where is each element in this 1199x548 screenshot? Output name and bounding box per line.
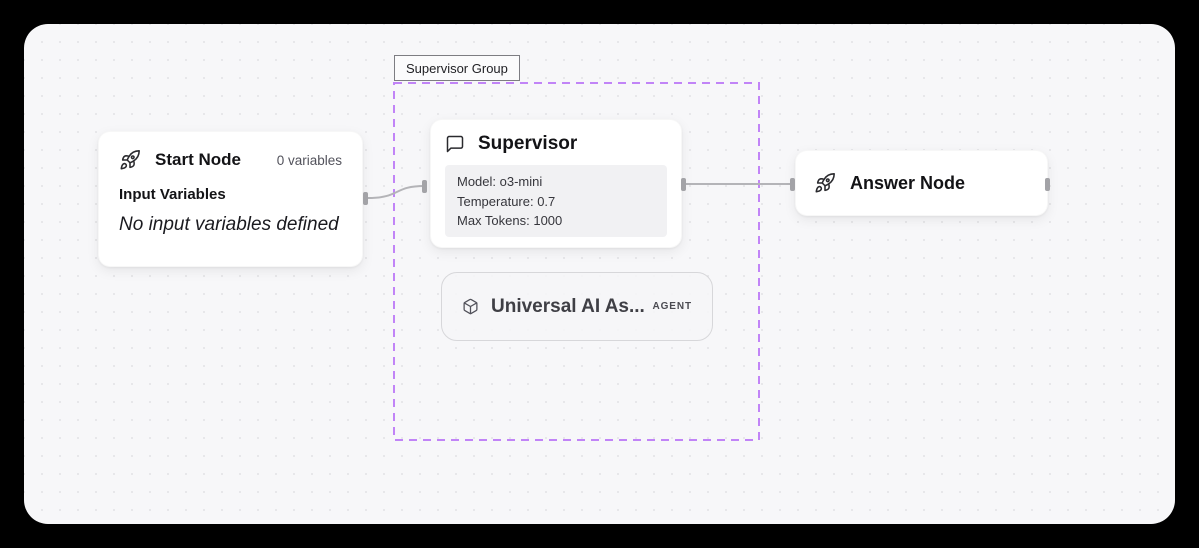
start-node-header: Start Node 0 variables [119,149,342,171]
agent-node[interactable]: Universal AI As... AGENT [441,272,713,341]
answer-output-handle[interactable] [1045,177,1050,191]
agent-node-title: Universal AI As... [491,295,645,317]
max-tokens-config-line: Max Tokens: 1000 [457,213,563,228]
supervisor-config-box: Model: o3-mini Temperature: 0.7 Max Toke… [445,165,667,237]
supervisor-group-boundary[interactable] [393,82,760,441]
edge-start-to-supervisor[interactable] [367,185,425,199]
supervisor-input-handle[interactable] [422,179,427,193]
agent-type-badge: AGENT [652,301,692,312]
supervisor-output-handle[interactable] [681,177,686,191]
edge-layer [367,82,792,441]
input-variables-heading: Input Variables [119,186,226,203]
rocket-icon [119,149,141,171]
variables-count-badge: 0 variables [276,152,342,168]
workflow-canvas[interactable]: Supervisor Group Start Node 0 variables … [24,24,1175,524]
cube-icon [462,298,479,315]
supervisor-node-title: Supervisor [478,133,578,154]
chat-bubble-icon [445,134,465,154]
model-config-line: Model: o3-mini [457,174,543,189]
start-output-handle[interactable] [363,191,368,205]
answer-node-title: Answer Node [850,172,966,193]
temperature-config-line: Temperature: 0.7 [457,193,556,209]
start-node[interactable]: Start Node 0 variables Input Variables N… [98,131,363,267]
supervisor-group-label[interactable]: Supervisor Group [394,55,520,81]
no-variables-message: No input variables defined [119,214,339,235]
answer-node[interactable]: Answer Node [795,150,1048,216]
supervisor-node[interactable]: Supervisor Model: o3-mini Temperature: 0… [430,119,682,248]
supervisor-group-label-text: Supervisor Group [406,60,508,76]
start-node-title: Start Node [155,150,241,169]
answer-input-handle[interactable] [790,177,795,191]
supervisor-node-header: Supervisor [445,133,667,155]
rocket-icon [814,172,836,194]
